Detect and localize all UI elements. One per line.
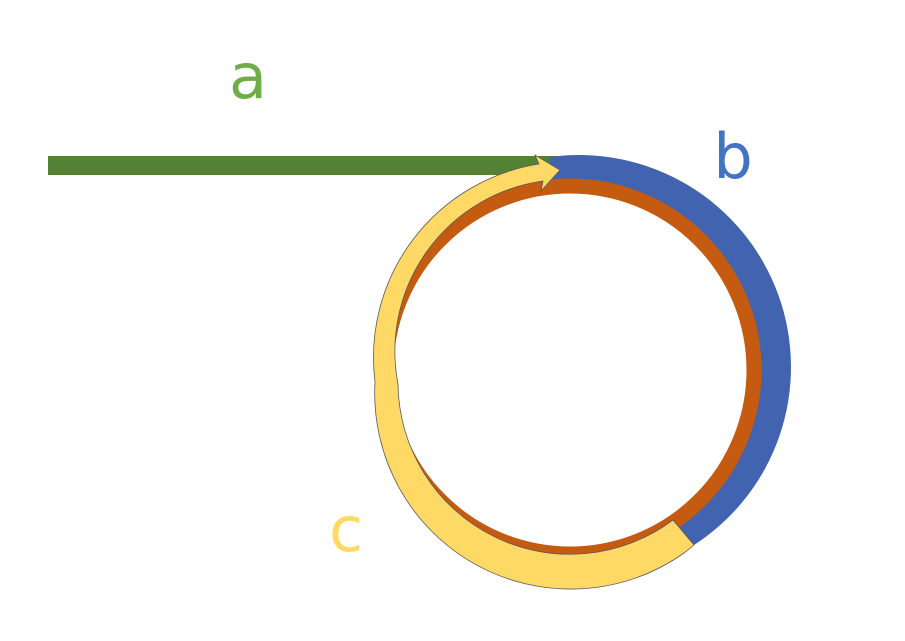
segment-c-arrow bbox=[373, 154, 695, 590]
segment-a-line bbox=[48, 156, 566, 175]
label-c: c bbox=[329, 493, 363, 566]
segment-b-arc bbox=[550, 155, 791, 548]
label-b: b bbox=[713, 120, 752, 193]
label-a: a bbox=[229, 40, 267, 113]
